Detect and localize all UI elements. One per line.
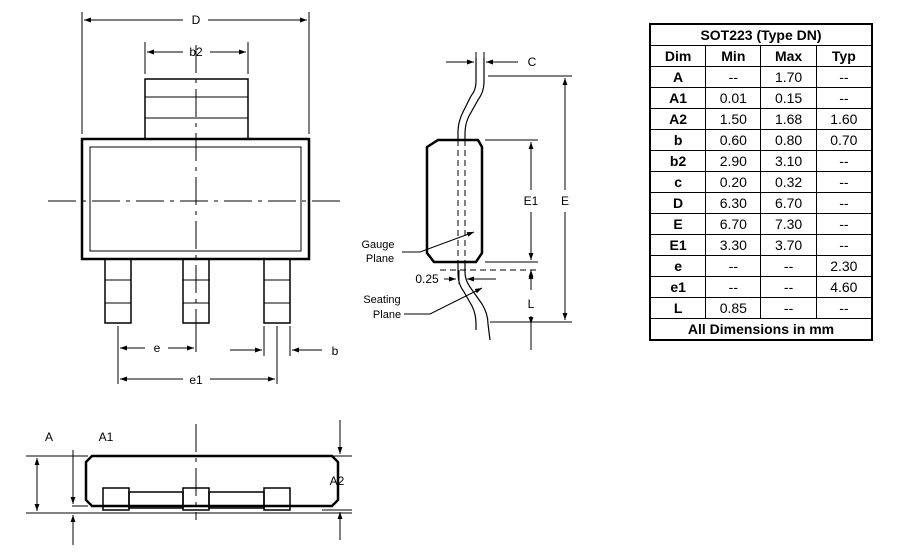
table-header-row: Dim Min Max Typ <box>649 45 873 67</box>
dimension-table: SOT223 (Type DN) Dim Min Max Typ A--1.70… <box>649 23 873 341</box>
label-gauge-plane: Plane <box>366 253 394 265</box>
table-cell-value: 6.70 <box>705 213 762 235</box>
label-A2: A2 <box>330 474 345 488</box>
header-max: Max <box>760 45 817 67</box>
table-cell-value: 1.68 <box>760 108 817 130</box>
header-typ: Typ <box>815 45 873 67</box>
table-cell-value: 2.90 <box>705 150 762 172</box>
label-E1: E1 <box>524 194 539 208</box>
table-cell-value: 6.30 <box>705 192 762 214</box>
side-view-labels: C E1 E Gauge Plane 0.25 Seating Plane L <box>361 55 569 321</box>
label-A: A <box>45 430 53 444</box>
table-cell-value: -- <box>760 297 817 319</box>
table-cell-value: 0.01 <box>705 87 762 109</box>
header-min: Min <box>705 45 762 67</box>
table-cell-value: 3.30 <box>705 234 762 256</box>
table-cell-value: -- <box>760 255 817 277</box>
side-lead-bottom <box>457 262 491 341</box>
label-D: D <box>192 13 201 27</box>
top-view-labels: D b2 e b e1 <box>154 13 339 387</box>
label-C: C <box>528 55 537 69</box>
table-cell-value: 3.70 <box>760 234 817 256</box>
table-cell-dim: A2 <box>649 108 707 130</box>
table-cell-value: 7.30 <box>760 213 817 235</box>
side-lead-top <box>457 58 485 140</box>
top-leads <box>104 258 291 324</box>
table-cell-value: -- <box>815 150 873 172</box>
table-cell-dim: c <box>649 171 707 193</box>
table-footer: All Dimensions in mm <box>649 318 873 341</box>
table-cell-dim: A1 <box>649 87 707 109</box>
label-e1: e1 <box>189 373 203 387</box>
table-cell-value: -- <box>705 66 762 88</box>
end-view-labels: A A1 A2 <box>45 430 345 488</box>
table-cell-value: -- <box>705 255 762 277</box>
label-seating-plane: Plane <box>373 309 401 321</box>
label-b: b <box>332 344 339 358</box>
label-E: E <box>561 194 569 208</box>
table-cell-value: 6.70 <box>760 192 817 214</box>
table-cell-value: 1.70 <box>760 66 817 88</box>
table-cell-value: 0.70 <box>815 129 873 151</box>
table-row: e1----4.60 <box>649 276 873 298</box>
table-cell-dim: D <box>649 192 707 214</box>
end-view <box>26 420 352 545</box>
table-row: e----2.30 <box>649 255 873 277</box>
table-title: SOT223 (Type DN) <box>649 23 873 46</box>
table-cell-value: -- <box>815 66 873 88</box>
label-seating: Seating <box>363 294 400 306</box>
table-cell-value: 3.10 <box>760 150 817 172</box>
table-cell-dim: E <box>649 213 707 235</box>
table-cell-value: 0.32 <box>760 171 817 193</box>
top-view <box>48 12 343 384</box>
table-cell-value: -- <box>815 213 873 235</box>
table-cell-dim: e <box>649 255 707 277</box>
label-gauge: Gauge <box>361 239 394 251</box>
label-b2: b2 <box>189 45 203 59</box>
label-A1: A1 <box>99 430 114 444</box>
end-body <box>84 454 340 508</box>
label-e: e <box>154 341 161 355</box>
table-cell-value: 0.15 <box>760 87 817 109</box>
table-cell-value: -- <box>815 171 873 193</box>
side-view <box>402 52 572 350</box>
table-cell-dim: E1 <box>649 234 707 256</box>
table-cell-value: -- <box>815 297 873 319</box>
side-body <box>425 138 484 264</box>
table-cell-value: 0.20 <box>705 171 762 193</box>
table-cell-value: 1.50 <box>705 108 762 130</box>
table-cell-value: -- <box>815 192 873 214</box>
table-cell-value: 0.60 <box>705 129 762 151</box>
label-L: L <box>528 297 535 311</box>
table-cell-dim: b <box>649 129 707 151</box>
table-cell-dim: L <box>649 297 707 319</box>
table-cell-value: -- <box>760 276 817 298</box>
table-row: A--1.70-- <box>649 66 873 88</box>
table-cell-dim: A <box>649 66 707 88</box>
table-cell-value: 1.60 <box>815 108 873 130</box>
table-cell-value: -- <box>815 87 873 109</box>
table-cell-dim: e1 <box>649 276 707 298</box>
table-cell-value: -- <box>705 276 762 298</box>
table-cell-value: 0.80 <box>760 129 817 151</box>
table-cell-dim: b2 <box>649 150 707 172</box>
table-cell-value: 0.85 <box>705 297 762 319</box>
table-cell-value: 2.30 <box>815 255 873 277</box>
header-dim: Dim <box>649 45 707 67</box>
table-cell-value: -- <box>815 234 873 256</box>
table-cell-value: 4.60 <box>815 276 873 298</box>
label-angle: 0.25 <box>415 272 439 286</box>
